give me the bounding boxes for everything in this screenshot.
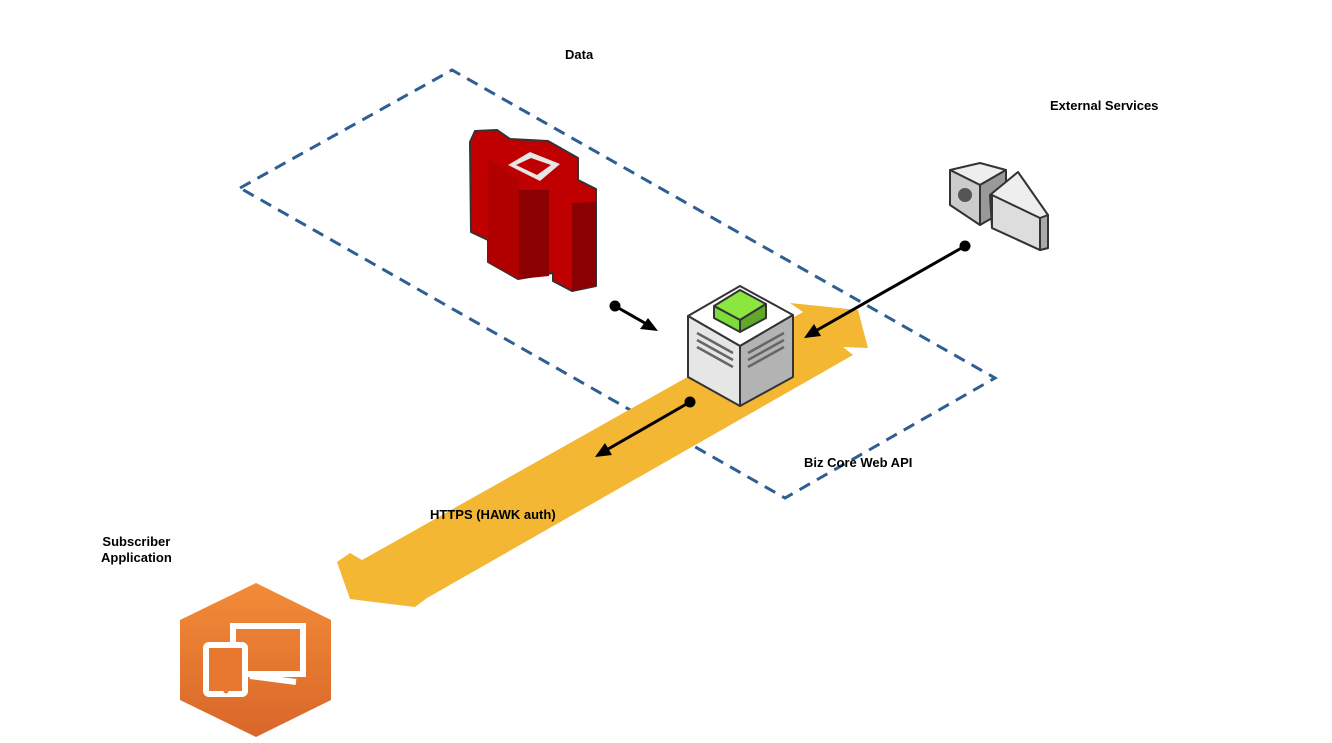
biz-core-boundary <box>236 68 999 500</box>
arrow-external-to-api <box>804 240 971 338</box>
server-icon <box>687 285 794 407</box>
biz-core-label: Biz Core Web API <box>804 455 913 470</box>
subscriber-label: Subscriber Application <box>101 534 172 565</box>
arrow-api-to-subscriber <box>595 396 696 457</box>
devices-icon <box>180 583 331 737</box>
external-services-label: External Services <box>1050 98 1159 113</box>
arrow-data-to-api <box>609 300 658 331</box>
cloud-services-icon <box>949 162 1049 251</box>
https-label: HTTPS (HAWK auth) <box>430 507 556 522</box>
data-label: Data <box>565 47 594 62</box>
database-icon <box>469 129 597 292</box>
